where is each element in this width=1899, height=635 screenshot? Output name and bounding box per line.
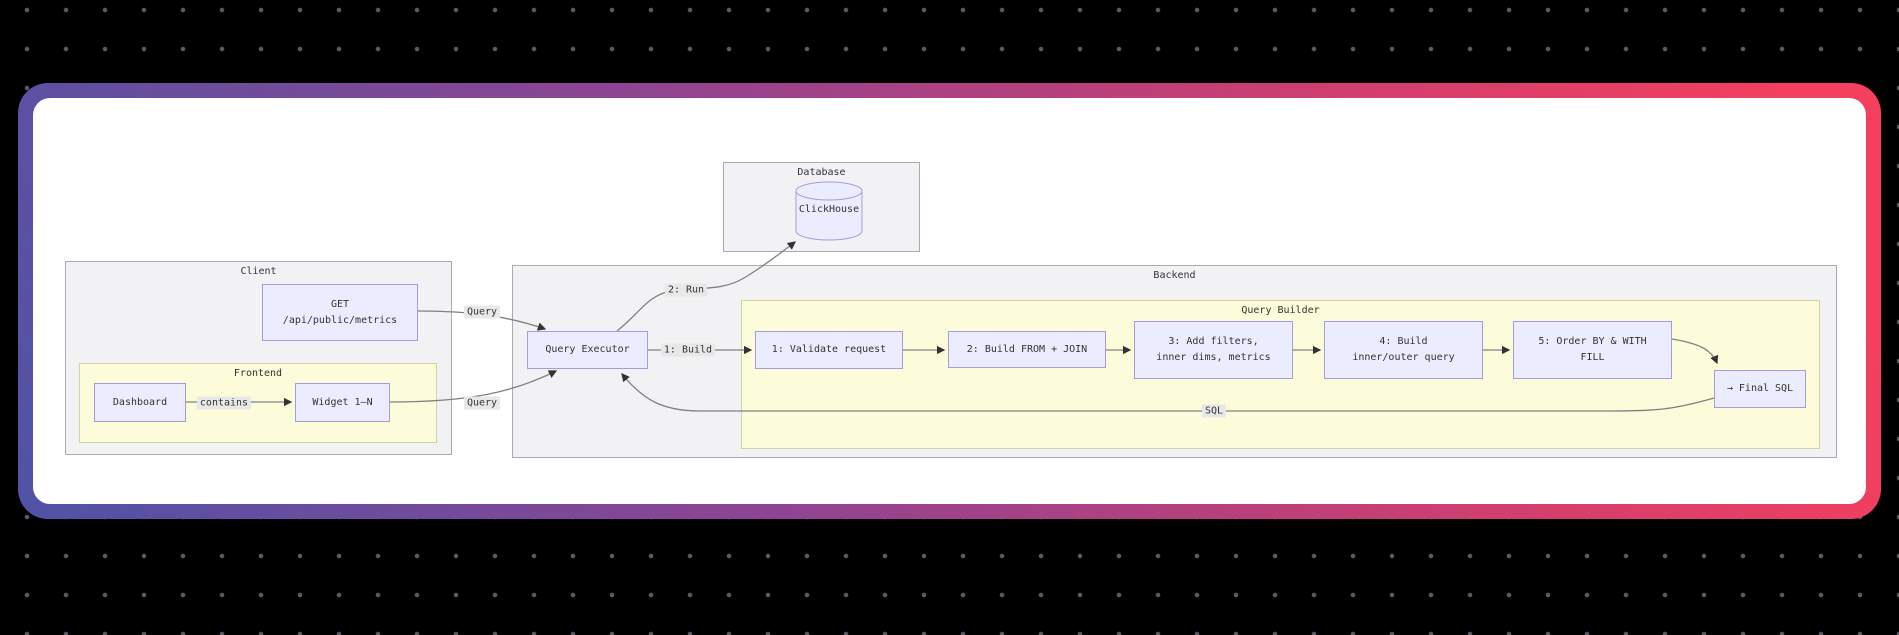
edge-label-build: 1: Build (660, 343, 716, 357)
cluster-client-title: Client (240, 266, 277, 277)
node-dashboard-label: Dashboard (112, 396, 168, 408)
node-step2-label: 2: Build FROM + JOIN (966, 343, 1088, 355)
node-get-api-line1: GET (330, 298, 350, 310)
node-step5-orderby: 5: Order BY & WITH FILL (1513, 321, 1672, 379)
node-get-api-line2: /api/public/metrics (282, 314, 398, 326)
node-step3-filters: 3: Add filters, inner dims, metrics (1134, 321, 1293, 379)
edge-label-query-get: Query (463, 305, 501, 319)
node-step5-line1: 5: Order BY & WITH (1538, 336, 1647, 347)
node-step2-from-join: 2: Build FROM + JOIN (948, 331, 1106, 368)
cluster-backend-title: Backend (1153, 270, 1196, 281)
cluster-frontend-title: Frontend (233, 368, 283, 379)
edge-step5-to-finalsql (1671, 338, 1719, 365)
edge-widget-to-executor (389, 370, 558, 403)
edge-finalsql-to-executor (621, 373, 1715, 412)
node-widget-label: Widget 1–N (312, 396, 373, 408)
node-query-executor: Query Executor (527, 331, 648, 369)
node-widget: Widget 1–N (295, 383, 390, 422)
node-final-sql: → Final SQL (1714, 370, 1806, 408)
edge-label-query-widget: Query (463, 396, 501, 410)
node-step4-line1: 4: Build (1379, 336, 1428, 347)
node-step1-validate: 1: Validate request (755, 331, 903, 369)
node-step5-line2: FILL (1580, 352, 1605, 363)
node-dashboard: Dashboard (94, 383, 186, 422)
node-final-sql-label: → Final SQL (1726, 383, 1794, 394)
node-step3-line2: inner dims, metrics (1156, 352, 1271, 363)
edge-label-contains: contains (196, 396, 252, 410)
node-clickhouse-label: ClickHouse (798, 204, 860, 215)
node-step3-line1: 3: Add filters, (1168, 336, 1259, 347)
cluster-database-title: Database (797, 167, 846, 178)
node-get-api: GET /api/public/metrics (262, 284, 418, 341)
edge-label-run: 2: Run (664, 283, 708, 297)
edge-label-sql: SQL (1201, 404, 1227, 418)
node-step4-line2: inner/outer query (1352, 352, 1455, 363)
node-clickhouse-cylinder: ClickHouse (795, 180, 863, 242)
node-step1-label: 1: Validate request (771, 344, 887, 355)
node-query-executor-label: Query Executor (545, 344, 630, 355)
cluster-query-builder-title: Query Builder (1241, 305, 1320, 316)
database-cylinder-icon (795, 181, 863, 241)
node-step4-inner-outer: 4: Build inner/outer query (1324, 321, 1483, 379)
